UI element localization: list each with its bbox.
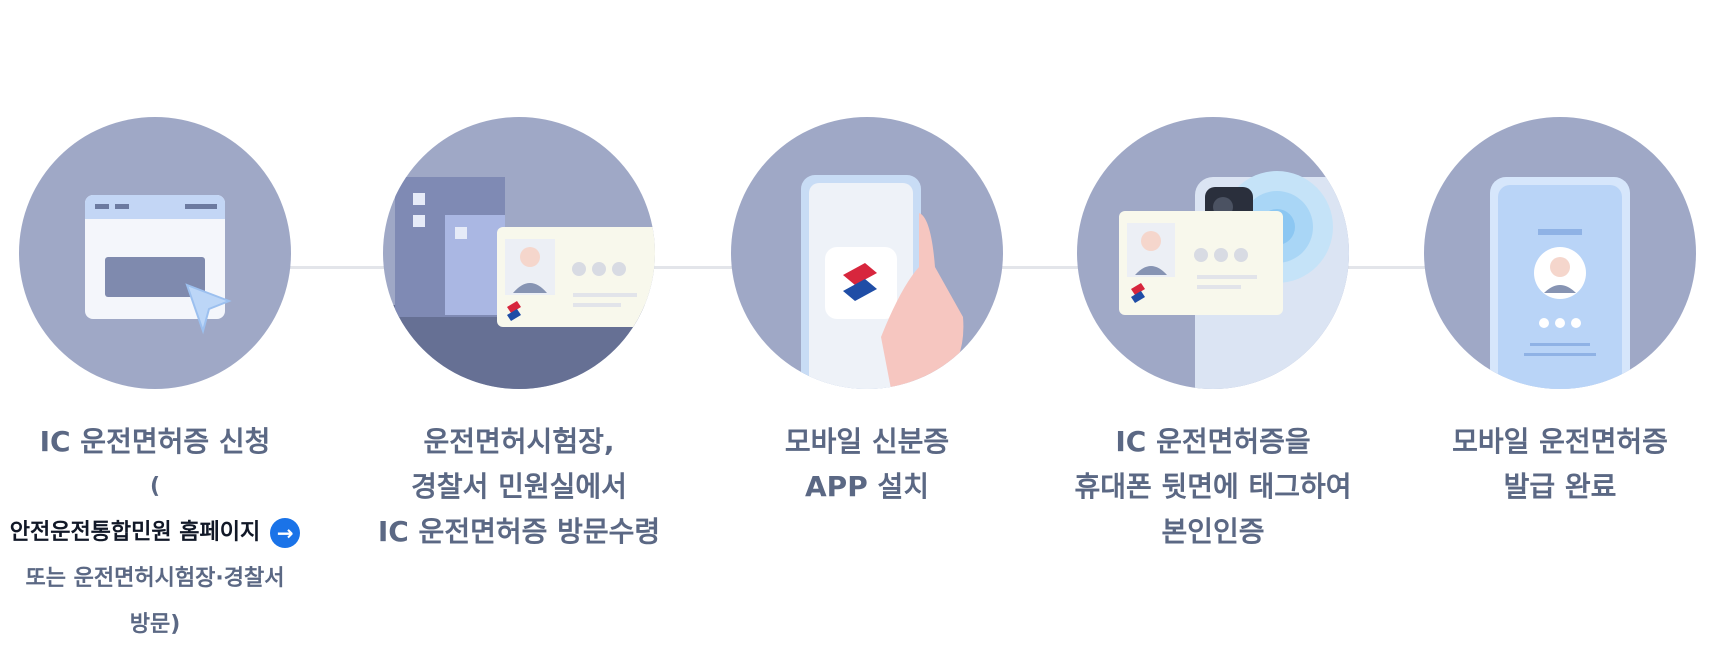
- step-1-sub-line-2: 방문): [129, 612, 181, 637]
- step-1: IC 운전면허증 신청 ( 안전운전통합민원 홈페이지 → 또는 운전면허시험장…: [0, 117, 325, 648]
- license-card-building-icon: [383, 177, 655, 389]
- nfc-tag-icon: [1119, 171, 1349, 389]
- mobile-license-icon: [1490, 177, 1630, 389]
- browser-window-icon: [85, 195, 232, 335]
- phone-app-icon: [801, 175, 964, 389]
- step-5-title-line-2: 발급 완료: [1503, 470, 1617, 503]
- step-1-title-line-1: IC 운전면허증 신청: [39, 425, 271, 458]
- step-5-circle: [1424, 117, 1696, 389]
- step-1-paren-open: (: [149, 474, 161, 499]
- step-2-title-line-1: 운전면허시험장,: [423, 425, 615, 458]
- step-3-title-line-2: APP 설치: [805, 470, 929, 503]
- step-5: 모바일 운전면허증 발급 완료: [1390, 117, 1730, 509]
- step-4: IC 운전면허증을 휴대폰 뒷면에 태그하여 본인인증: [1043, 117, 1383, 554]
- step-3: 모바일 신분증 APP 설치: [697, 117, 1037, 509]
- step-2: 운전면허시험장, 경찰서 민원실에서 IC 운전면허증 방문수령: [349, 117, 689, 554]
- step-5-title-line-1: 모바일 운전면허증: [1452, 425, 1668, 458]
- safe-driving-homepage-link-label: 안전운전통합민원 홈페이지: [9, 520, 261, 545]
- step-4-circle: [1077, 117, 1349, 389]
- step-2-circle: [383, 117, 655, 389]
- step-2-title-line-2: 경찰서 민원실에서: [411, 470, 627, 503]
- step-3-circle: [731, 117, 1003, 389]
- step-2-title-line-3: IC 운전면허증 방문수령: [377, 515, 661, 548]
- arrow-right-icon: →: [270, 518, 301, 548]
- step-1-circle: [19, 117, 291, 389]
- step-4-title-line-2: 휴대폰 뒷면에 태그하여: [1074, 470, 1352, 503]
- step-3-title-line-1: 모바일 신분증: [784, 425, 950, 458]
- step-1-sub-line-1: 또는 운전면허시험장·경찰서: [25, 566, 285, 591]
- step-4-title-line-1: IC 운전면허증을: [1115, 425, 1311, 458]
- safe-driving-homepage-link[interactable]: 안전운전통합민원 홈페이지 →: [10, 510, 301, 556]
- step-4-title-line-3: 본인인증: [1161, 515, 1265, 548]
